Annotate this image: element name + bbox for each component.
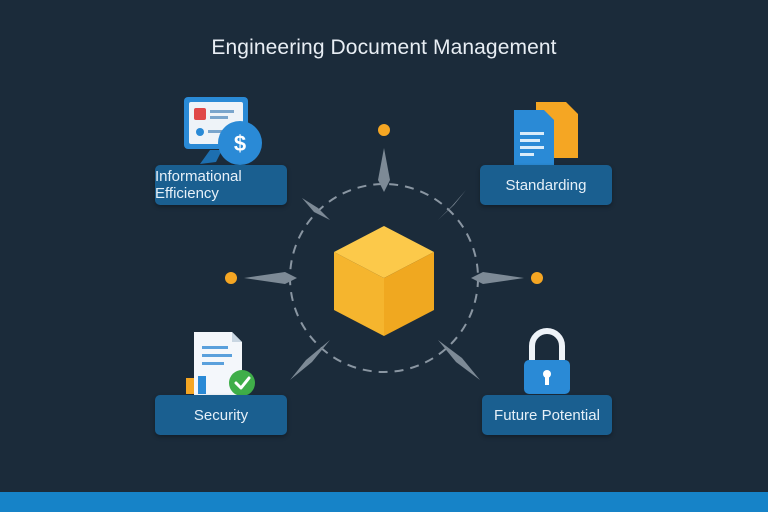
connector-top-right <box>438 190 466 220</box>
document-check-icon <box>186 332 255 396</box>
node-security: Security <box>155 395 287 435</box>
monitor-dollar-icon: $ <box>184 97 262 165</box>
node-future-potential: Future Potential <box>482 395 612 435</box>
connector-top <box>378 124 390 192</box>
svg-text:$: $ <box>234 131 246 156</box>
page-title: Engineering Document Management <box>211 36 557 59</box>
connector-left <box>225 272 297 284</box>
connector-top-left <box>302 198 330 220</box>
padlock-icon <box>524 328 570 394</box>
bottom-bar <box>0 492 768 512</box>
node-label: Standarding <box>505 176 587 194</box>
connector-right <box>471 272 543 284</box>
node-informational-efficiency: Informational Efficiency <box>155 165 287 205</box>
connector-bottom-right <box>438 340 480 380</box>
cube-icon <box>334 226 434 336</box>
node-label: Informational Efficiency <box>155 168 242 202</box>
node-label: Security <box>193 406 249 424</box>
node-standarding: Standarding <box>480 165 612 205</box>
connector-bottom-left <box>290 340 330 380</box>
documents-stack-icon <box>514 102 578 166</box>
node-label: Future Potential <box>494 406 600 424</box>
